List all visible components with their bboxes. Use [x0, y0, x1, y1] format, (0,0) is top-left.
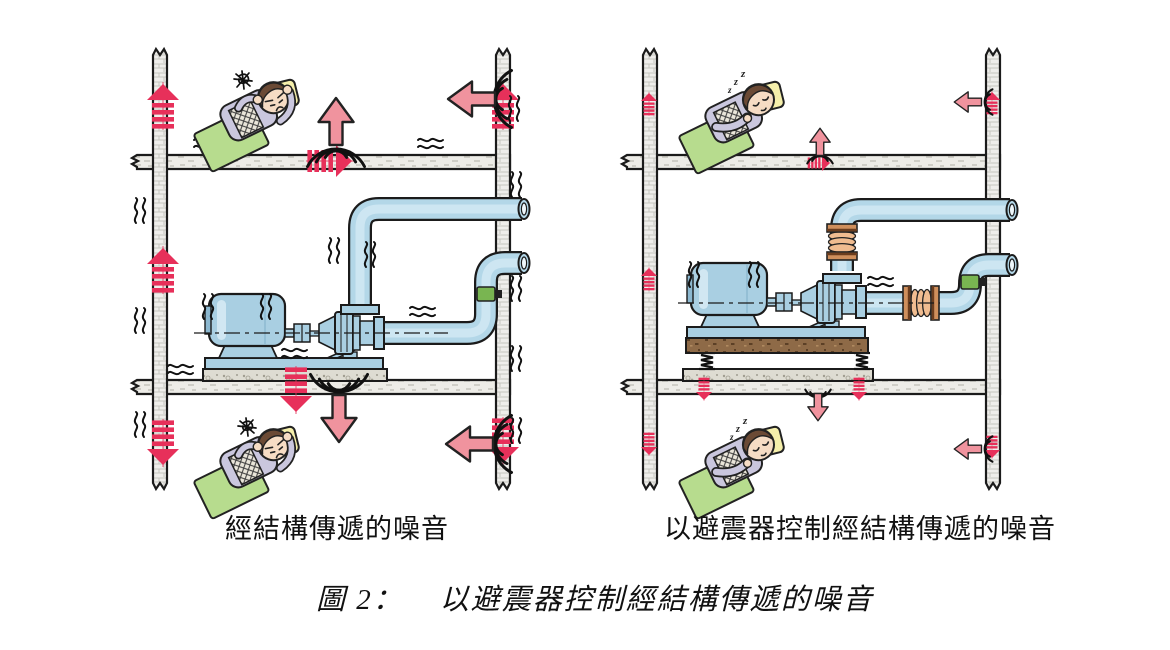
panel-isolated-noise: z z z z z z — [619, 46, 1019, 519]
spring-isolator-icon — [852, 351, 872, 371]
pipe-wall-clamp — [476, 286, 502, 302]
noise-arrow-left-icon — [953, 438, 983, 460]
noise-arrow-up-icon — [809, 127, 831, 157]
svg-text:z: z — [733, 77, 738, 88]
right-panel-caption: 以避震器控制經結構傳遞的噪音 — [664, 514, 1056, 544]
pipe-wall-clamp — [960, 274, 986, 290]
noise-arrow-down-icon — [320, 393, 358, 444]
vibration-arrow-up-icon — [146, 81, 180, 131]
svg-text:z: z — [735, 424, 740, 435]
pump-motor-unit — [685, 261, 868, 340]
vibration-arrow-down-icon — [146, 418, 180, 468]
suction-pipe — [348, 197, 531, 307]
lower-floor-slab — [619, 378, 1002, 396]
figure-number: 圖 2： — [316, 584, 404, 616]
pipework-left-panel — [348, 197, 531, 345]
left-panel-caption: 經結構傳遞的噪音 — [225, 514, 449, 544]
annoyance-scribble-icon — [237, 417, 257, 437]
noise-arrow-up-icon — [317, 96, 355, 147]
annoyance-scribble-icon — [233, 70, 253, 90]
figure-title: 以避震器控制經結構傳遞的噪音 — [439, 584, 874, 616]
upper-floor-slab — [619, 153, 1002, 171]
figure-caption: 圖 2： 以避震器控制經結構傳遞的噪音 — [316, 576, 874, 618]
spring-isolator-icon — [697, 351, 717, 371]
noise-arrow-left-icon — [444, 425, 495, 463]
svg-text:z: z — [729, 432, 734, 442]
panel-structure-borne-noise — [129, 46, 531, 519]
svg-text:z: z — [727, 85, 732, 95]
annoyed-person-lower — [188, 419, 315, 519]
svg-text:z: z — [742, 415, 748, 427]
vibration-arrow-up-icon — [146, 245, 180, 295]
concrete-pad — [682, 368, 874, 382]
sleep-zzz: z z z — [727, 68, 746, 95]
floor-slabs-right-panel — [619, 153, 1002, 396]
inertia-base — [685, 337, 869, 354]
sleep-zzz: z z z — [729, 415, 748, 442]
noise-arrow-left-icon — [446, 80, 497, 118]
svg-text:z: z — [740, 68, 746, 80]
pipework-right-panel — [826, 198, 1019, 321]
noise-arrow-left-icon — [953, 91, 983, 113]
noise-arrow-down-icon — [807, 392, 829, 422]
flexible-connector-vertical — [826, 223, 858, 261]
